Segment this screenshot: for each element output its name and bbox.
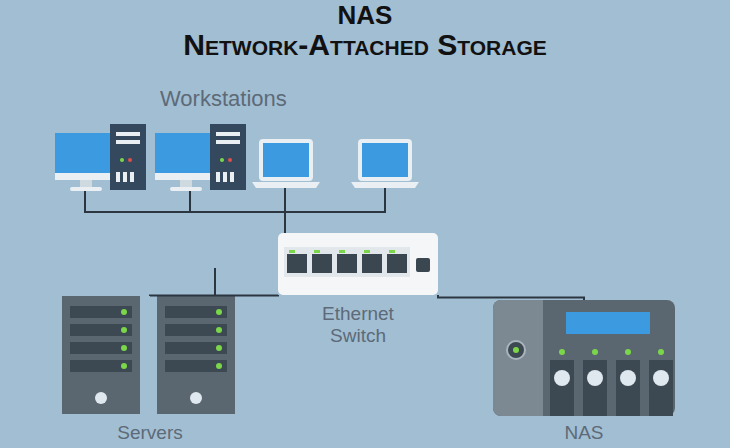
network-cable	[438, 295, 584, 300]
nas-device	[493, 300, 675, 416]
server-rack	[157, 296, 235, 414]
node-label: Workstations	[160, 86, 287, 112]
server-group: Servers	[60, 296, 240, 446]
ethernet-switch: Ethernet Switch	[278, 233, 438, 295]
node-label: Ethernet Switch	[298, 303, 418, 348]
server-rack	[62, 296, 140, 414]
subtitle: Network-Attached Storage	[0, 28, 730, 62]
nas-box: NAS	[490, 300, 678, 446]
laptop	[351, 141, 419, 188]
ethernet-switch	[278, 233, 438, 295]
node-label: NAS	[490, 422, 678, 444]
network-cable	[150, 295, 278, 296]
desktop-computer	[155, 124, 246, 191]
desktop-computer	[55, 124, 146, 191]
laptop	[252, 141, 320, 188]
workstation-group: Workstations	[50, 84, 430, 212]
node-label: Servers	[60, 422, 240, 444]
title: NAS	[0, 0, 730, 31]
network-cable	[284, 212, 286, 233]
